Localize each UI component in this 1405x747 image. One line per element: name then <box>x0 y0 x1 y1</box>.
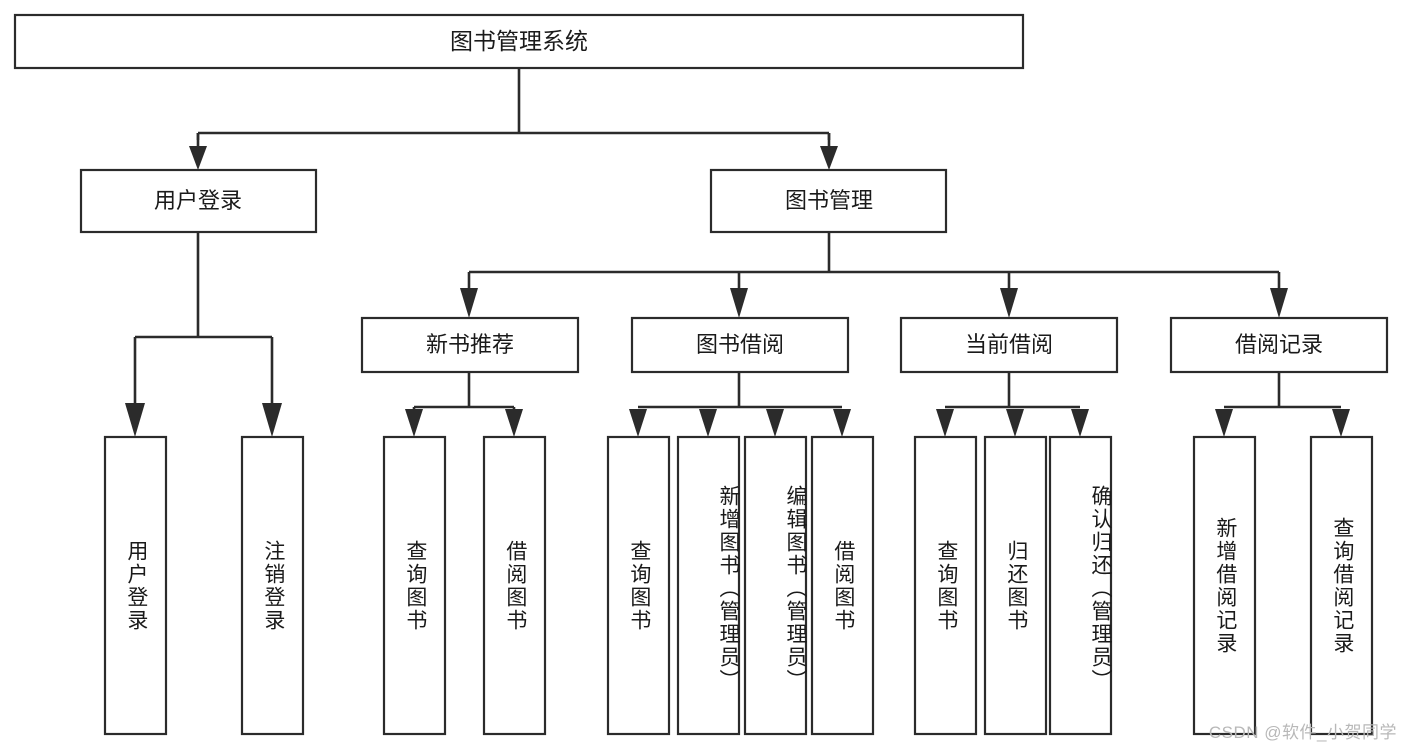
arrow-leaf-user-login-2 <box>262 403 282 437</box>
node-new-book-box[interactable] <box>360 316 580 374</box>
arrow-leaf-borrow-record-2 <box>1332 409 1350 437</box>
arrow-current-borrow <box>1000 288 1018 318</box>
leaf-borrow-record-1-box[interactable] <box>1192 435 1257 736</box>
leaf-book-borrow-2-box[interactable] <box>676 435 741 736</box>
arrow-leaf-new-book-2 <box>505 409 523 437</box>
node-user-login-label: 用户登录 <box>154 188 242 213</box>
leaf-book-borrow-4-box[interactable] <box>810 435 875 736</box>
arrow-book-borrow <box>730 288 748 318</box>
arrow-leaf-book-borrow-1 <box>629 409 647 437</box>
node-layer: 图书管理系统 用户登录 图书管理 新书推荐 图书借阅 当前借阅 借阅记录 <box>13 13 1389 736</box>
leaf-user-login-2-box[interactable] <box>240 435 305 736</box>
leaf-current-borrow-2-box[interactable] <box>983 435 1048 736</box>
connector-layer <box>125 68 1350 437</box>
leaf-borrow-record-2-box[interactable] <box>1309 435 1374 736</box>
arrow-leaf-book-borrow-3 <box>766 409 784 437</box>
arrow-leaf-borrow-record-1 <box>1215 409 1233 437</box>
leaf-book-borrow-1-box[interactable] <box>606 435 671 736</box>
node-borrow-record-label: 借阅记录 <box>1235 332 1323 357</box>
watermark-text: CSDN @软件_小贺同学 <box>1208 723 1397 742</box>
node-new-book-label: 新书推荐 <box>426 332 514 357</box>
arrow-leaf-current-borrow-2 <box>1006 409 1024 437</box>
arrow-new-book <box>460 288 478 318</box>
leaf-user-login-1-box[interactable] <box>103 435 168 736</box>
leaf-new-book-2-box[interactable] <box>482 435 547 736</box>
arrow-leaf-current-borrow-1 <box>936 409 954 437</box>
arrow-leaf-current-borrow-3 <box>1071 409 1089 437</box>
node-book-borrow-label: 图书借阅 <box>696 332 784 357</box>
node-book-mgmt-label: 图书管理 <box>785 188 873 213</box>
node-borrow-record-box[interactable] <box>1169 316 1389 374</box>
arrow-book-mgmt <box>820 146 838 170</box>
node-user-login-box[interactable] <box>79 168 318 234</box>
node-current-borrow-box[interactable] <box>899 316 1119 374</box>
node-book-mgmt-box[interactable] <box>709 168 948 234</box>
arrow-leaf-user-login-1 <box>125 403 145 437</box>
node-root-label: 图书管理系统 <box>450 28 588 54</box>
arrow-leaf-book-borrow-4 <box>833 409 851 437</box>
node-current-borrow-label: 当前借阅 <box>965 332 1053 357</box>
leaf-current-borrow-1-box[interactable] <box>913 435 978 736</box>
arrow-user-login <box>189 146 207 170</box>
node-book-borrow-box[interactable] <box>630 316 850 374</box>
arrow-leaf-new-book-1 <box>405 409 423 437</box>
node-root-box[interactable] <box>13 13 1025 70</box>
leaf-book-borrow-3-box[interactable] <box>743 435 808 736</box>
leaf-current-borrow-3-box[interactable] <box>1048 435 1113 736</box>
arrow-leaf-book-borrow-2 <box>699 409 717 437</box>
arrow-borrow-record <box>1270 288 1288 318</box>
leaf-new-book-1-box[interactable] <box>382 435 447 736</box>
